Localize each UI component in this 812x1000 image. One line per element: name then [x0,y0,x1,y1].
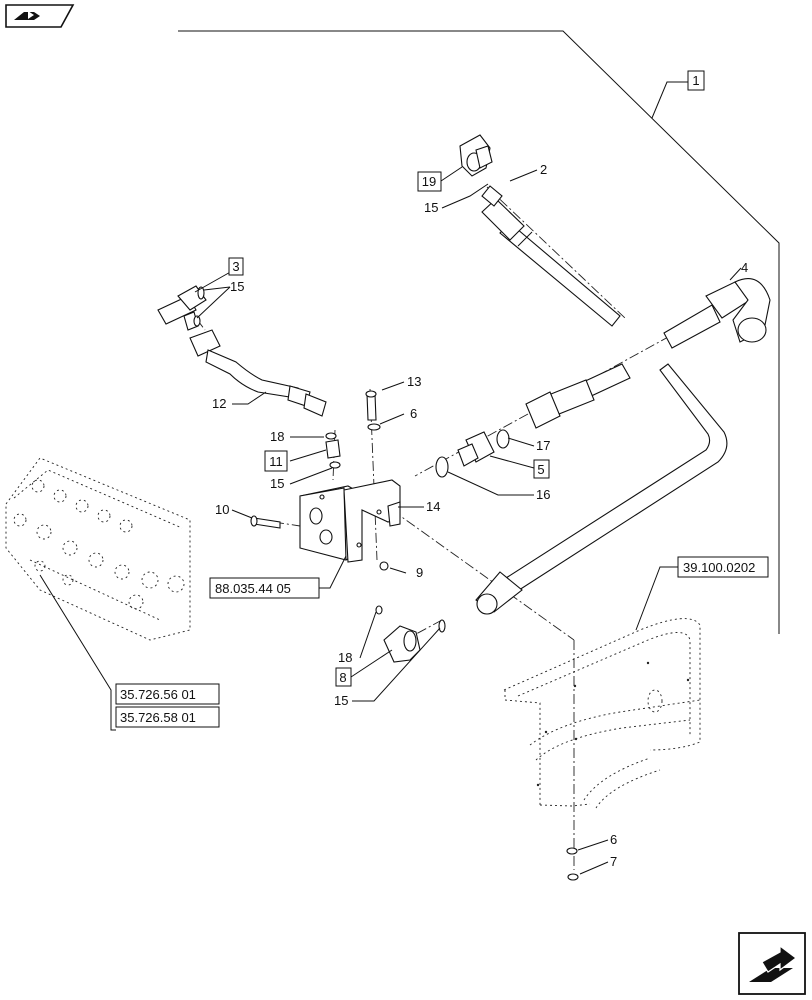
callout-13-text: 13 [407,374,421,389]
previous-page-icon[interactable] [5,4,75,28]
callout-15-block-text: 15 [270,476,284,491]
callout-12[interactable]: 12 [212,396,226,411]
callout-11[interactable]: 11 [264,450,288,472]
callout-13[interactable]: 13 [407,374,421,389]
bolt-7 [567,873,579,881]
assembly-border [178,30,780,634]
callout-18-bottom-text: 18 [338,650,352,665]
callout-14[interactable]: 14 [426,499,440,514]
callout-9[interactable]: 9 [416,565,423,580]
callout-4[interactable]: 4 [741,260,748,275]
callout-15-bottom[interactable]: 15 [334,693,348,708]
callout-4-text: 4 [741,260,748,275]
screw-10 [250,515,281,529]
tee-3 [157,285,207,331]
callout-1[interactable]: 1 [687,70,705,91]
callout-5-text: 5 [537,462,544,477]
next-page-icon[interactable] [738,932,806,995]
callout-15-bottom-text: 15 [334,693,348,708]
hose-mid [525,363,631,429]
callout-16-text: 16 [536,487,550,502]
elbow-8 [375,605,446,663]
ref-39-100-0202[interactable]: 39.100.0202 [677,556,769,578]
callout-17-text: 17 [536,438,550,453]
callout-15-block[interactable]: 15 [270,476,284,491]
callout-9-text: 9 [416,565,423,580]
callout-6-top-text: 6 [410,406,417,421]
callout-18-bottom[interactable]: 18 [338,650,352,665]
callout-1-text: 1 [692,73,699,88]
washer-6-bottom [566,847,578,855]
callout-15-top-text: 15 [424,200,438,215]
callout-11-text: 11 [269,454,283,469]
callout-7-text: 7 [610,854,617,869]
hose-long [475,363,728,615]
callout-10[interactable]: 10 [215,502,229,517]
callout-2-text: 2 [540,162,547,177]
callout-19[interactable]: 19 [417,171,442,192]
callout-5[interactable]: 5 [533,459,550,479]
chassis-frame [503,618,701,809]
callout-16[interactable]: 16 [536,487,550,502]
control-valve-bank [5,457,191,641]
callout-18-block[interactable]: 18 [270,429,284,444]
callout-2[interactable]: 2 [540,162,547,177]
leader-lines [39,81,742,875]
callout-15-tee-text: 15 [230,279,244,294]
fitting-5 [435,429,510,478]
callout-10-text: 10 [215,502,229,517]
callout-14-text: 14 [426,499,440,514]
callout-6-top[interactable]: 6 [410,406,417,421]
callout-3-text: 3 [232,259,239,274]
hose-4 [663,278,771,349]
ref-35a-label: 35.726.56 01 [120,687,196,702]
callout-17[interactable]: 17 [536,438,550,453]
callout-12-text: 12 [212,396,226,411]
fitting-11 [325,432,341,469]
callout-15-tee[interactable]: 15 [230,279,244,294]
callout-8-text: 8 [339,670,346,685]
bracket-14 [343,479,401,563]
ref-35b-label: 35.726.58 01 [120,710,196,725]
callout-7[interactable]: 7 [610,854,617,869]
elbow-fitting-19 [459,134,493,177]
bolt-13 [365,390,381,431]
ref-88-035-44-05[interactable]: 88.035.44 05 [209,577,320,599]
callout-19-text: 19 [422,174,436,189]
callout-6-bottom[interactable]: 6 [610,832,617,847]
ref-35-726-56-01[interactable]: 35.726.56 01 [115,683,220,705]
callout-6-bottom-text: 6 [610,832,617,847]
nut-9 [379,561,389,571]
ref-35-726-58-01[interactable]: 35.726.58 01 [115,706,220,728]
hose-2 [481,185,621,327]
hose-12 [189,329,327,417]
callout-15-top[interactable]: 15 [424,200,438,215]
ref-39-label: 39.100.0202 [683,560,755,575]
ref-88-label: 88.035.44 05 [215,581,291,596]
callout-18-block-text: 18 [270,429,284,444]
callout-8[interactable]: 8 [335,667,352,687]
callout-3[interactable]: 3 [228,257,244,276]
